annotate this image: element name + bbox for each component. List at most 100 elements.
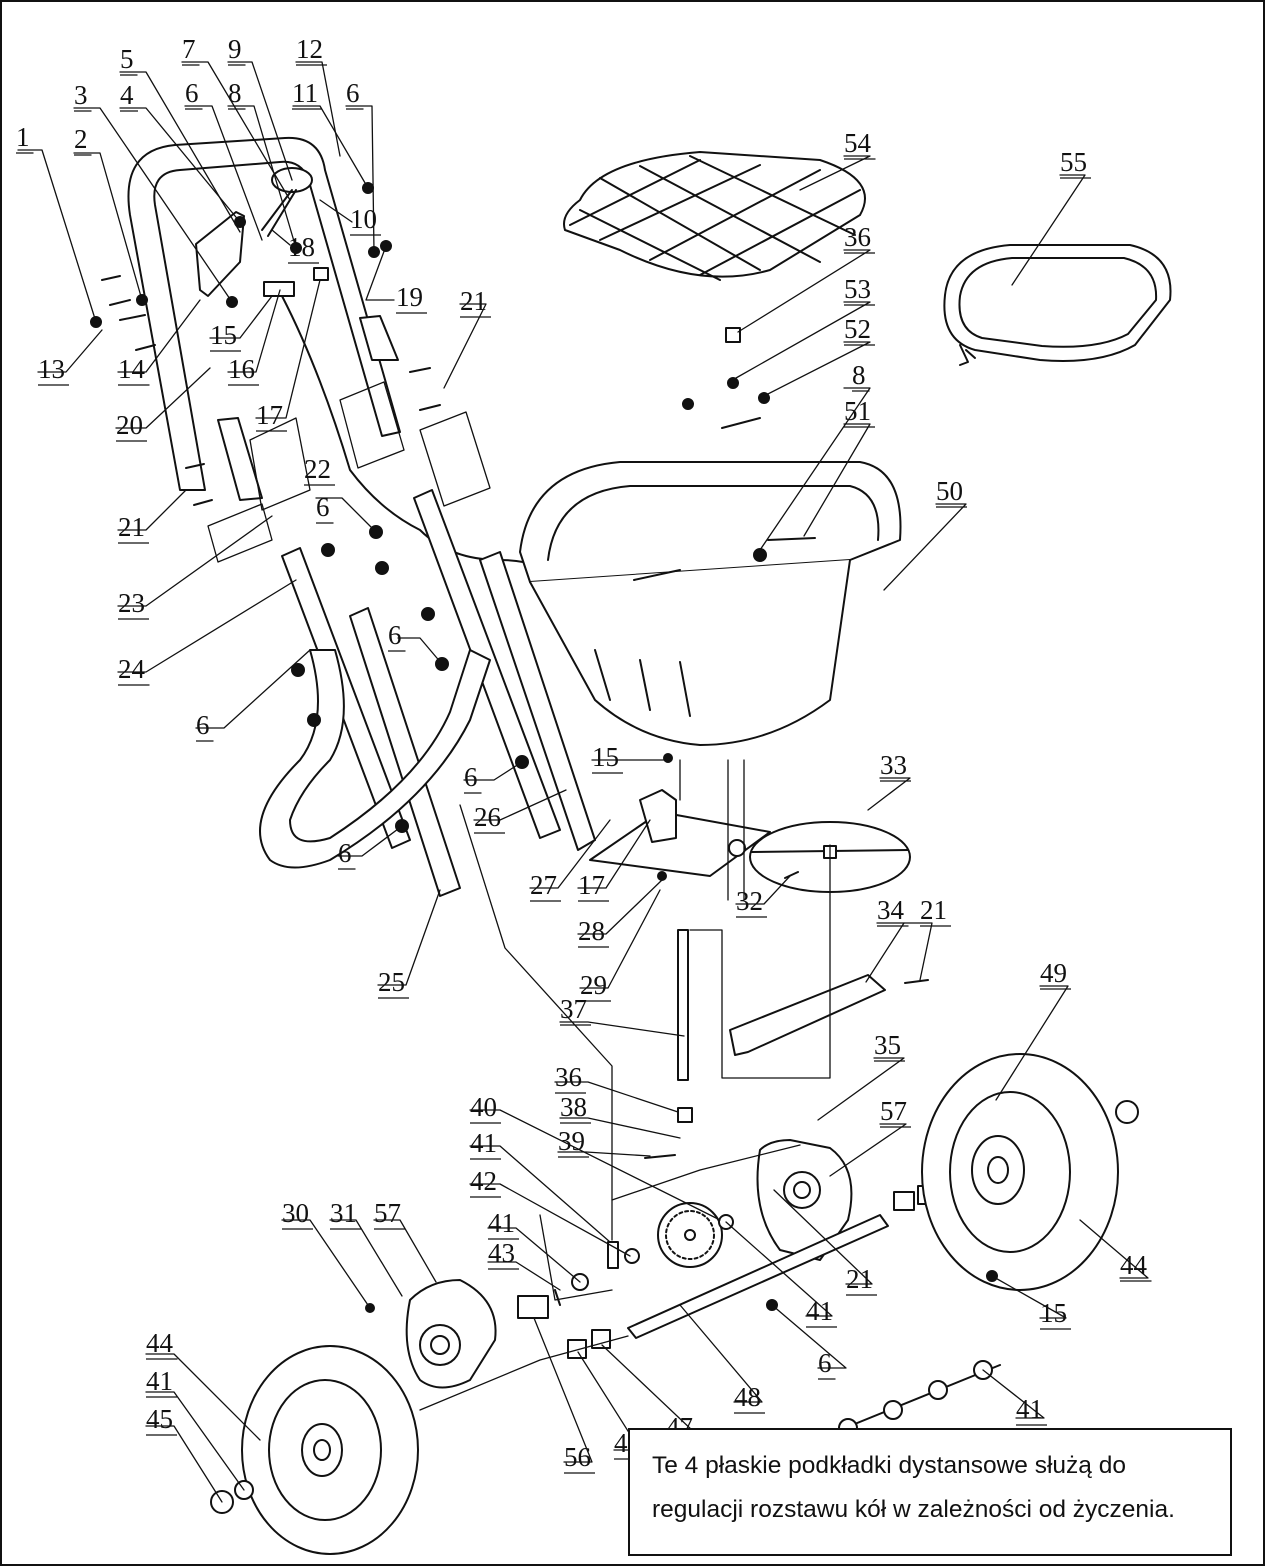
wheel-right [921,1053,1139,1291]
callout-29: 29 [580,970,607,1000]
callout-32: 32 [736,886,763,916]
callout-3: 3 [74,80,88,110]
knob-36b [677,1107,693,1123]
knob-36a [725,327,741,343]
hopper [519,461,902,746]
note-line-2: regulacji rozstawu kół w zależności od ż… [652,1496,1175,1523]
callout-35: 35 [874,1030,901,1060]
callout-5: 5 [120,44,134,74]
callout-26: 26 [474,802,501,832]
callout-6: 6 [818,1348,832,1378]
leader-lines [17,61,1149,1503]
callout-21: 21 [118,512,145,542]
callout-10: 10 [350,204,377,234]
callout-44: 44 [146,1328,174,1358]
callout-15: 15 [592,742,619,772]
gearbox-left [405,1279,497,1389]
lower-frame [259,489,596,897]
grid-cover [563,151,866,281]
callout-57: 57 [880,1096,907,1126]
callout-36: 36 [555,1062,582,1092]
callout-40: 40 [470,1092,497,1122]
callout-33: 33 [880,750,907,780]
gate-plate [589,789,771,877]
callout-16: 16 [228,354,255,384]
callout-54: 54 [844,128,872,158]
callout-57: 57 [374,1198,401,1228]
callout-1: 1 [16,122,30,152]
bushing-56 [517,1295,549,1319]
callout-28: 28 [578,916,605,946]
callout-7: 7 [182,34,196,64]
callout-36: 36 [844,222,871,252]
callout-45: 45 [146,1404,173,1434]
callout-8: 8 [852,360,866,390]
callout-51: 51 [844,396,871,426]
callout-41: 41 [146,1366,173,1396]
callout-11: 11 [292,78,318,108]
callout-21: 21 [920,895,947,925]
callout-22: 22 [304,454,331,484]
callout-37: 37 [560,994,587,1024]
callout-55: 55 [1060,147,1087,177]
axle-bracket [729,974,886,1056]
callout-15: 15 [1040,1298,1067,1328]
callout-12: 12 [296,34,323,64]
callout-56: 56 [564,1442,591,1472]
callout-6: 6 [196,710,210,740]
control-cable [281,295,561,581]
callout-6: 6 [316,492,330,522]
callout-6: 6 [464,762,478,792]
pin-41 [607,1241,619,1269]
callout-24: 24 [118,654,146,684]
callout-6: 6 [346,78,360,108]
callout-6: 6 [388,620,402,650]
callout-41: 41 [488,1208,515,1238]
spacer-washers [834,1360,1001,1438]
callout-42: 42 [470,1166,497,1196]
callout-43: 43 [488,1238,515,1268]
wheel-left [210,1345,419,1555]
agitator-shaft [677,929,689,1081]
callout-53: 53 [844,274,871,304]
hopper-lid [943,244,1172,366]
callout-38: 38 [560,1092,587,1122]
callout-31: 31 [330,1198,357,1228]
drive-gear [657,1202,723,1268]
callout-50: 50 [936,476,963,506]
callout-14: 14 [118,354,146,384]
bushing-46 [567,1339,587,1359]
callout-23: 23 [118,588,145,618]
callout-39: 39 [558,1126,585,1156]
callout-6: 6 [338,838,352,868]
spacer-washer-note: Te 4 płaskie podkładki dystansowe służą … [628,1428,1232,1556]
callout-13: 13 [38,354,65,384]
callout-9: 9 [228,34,242,64]
callout-6: 6 [185,78,199,108]
callout-8: 8 [228,78,242,108]
callout-18: 18 [288,232,315,262]
bolts [101,275,929,1306]
callout-41: 41 [806,1296,833,1326]
callout-21: 21 [460,286,487,316]
callout-30: 30 [282,1198,309,1228]
callout-17: 17 [578,870,605,900]
callout-44: 44 [1120,1250,1148,1280]
washer-42 [624,1248,640,1264]
callout-17: 17 [256,400,283,430]
callout-27: 27 [530,870,557,900]
axle [627,1214,889,1339]
bushing-right [893,1191,915,1211]
callout-41: 41 [470,1128,497,1158]
callout-41: 41 [1016,1394,1043,1424]
callout-2: 2 [74,124,88,154]
callout-52: 52 [844,314,871,344]
callout-48: 48 [734,1382,761,1412]
callout-21: 21 [846,1264,873,1294]
callout-15: 15 [210,320,237,350]
callout-34: 34 [877,895,905,925]
callout-20: 20 [116,410,143,440]
note-line-1: Te 4 płaskie podkładki dystansowe służą … [652,1452,1126,1479]
bushing-47 [591,1329,611,1349]
